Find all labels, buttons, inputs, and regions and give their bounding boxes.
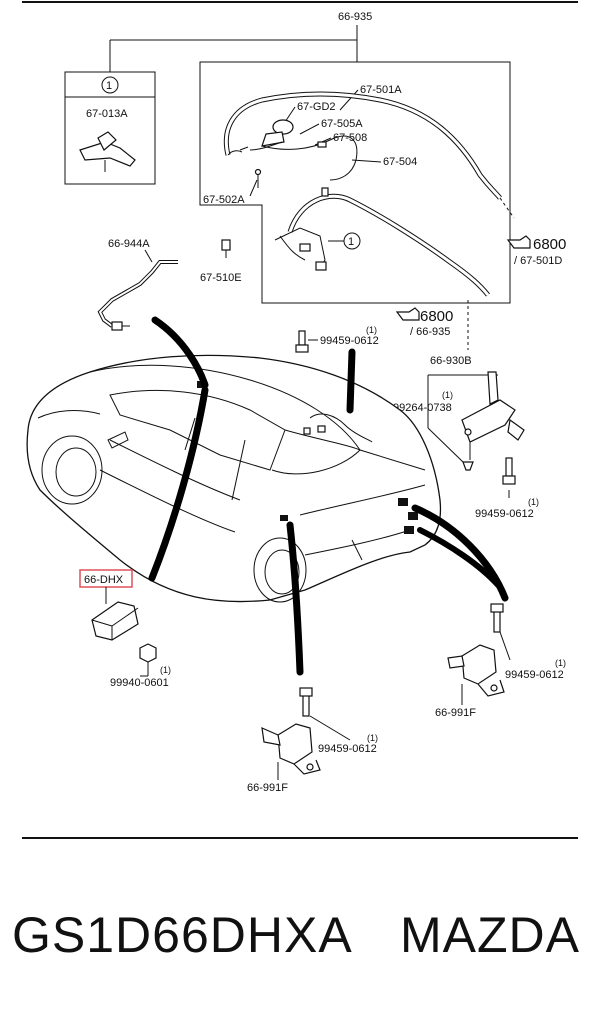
leader-line: [286, 521, 304, 676]
label-66-930B: 66-930B: [430, 355, 472, 367]
svg-text:6800: 6800: [533, 236, 566, 253]
module-66-DHX-icon: [91, 601, 139, 641]
bracket-66-930B-icon: [461, 371, 525, 460]
label-99264-0738: 99264-0738: [393, 402, 452, 414]
label-67-502A: 67-502A: [203, 194, 245, 206]
svg-text:(1): (1): [555, 658, 566, 668]
bolt-icon-d: [299, 687, 313, 717]
label-99459-0612-d: 99459-0612: [318, 743, 377, 755]
leader-line: [148, 386, 209, 582]
callout-circle-icon: [101, 76, 119, 94]
caption-part-number: GS1D66DHXA: [12, 907, 353, 963]
svg-text:(1): (1): [160, 665, 171, 675]
bolt-icon-c: [490, 603, 504, 633]
svg-text:(1): (1): [528, 497, 539, 507]
harness-group-box: [199, 61, 511, 304]
ref-6800-67-501D[interactable]: 6800 / 67-501D: [506, 235, 566, 267]
svg-text:(1): (1): [367, 733, 378, 743]
leader-line: [346, 348, 356, 414]
svg-text:/ 67-501D: / 67-501D: [514, 255, 562, 267]
label-66-935: 66-935: [338, 11, 372, 23]
svg-text:(1): (1): [442, 390, 453, 400]
svg-text:6800: 6800: [420, 308, 453, 325]
label-67-505A: 67-505A: [321, 118, 363, 130]
inset-box-67-013A: [64, 71, 156, 185]
impact-sensor-right-icon: [447, 644, 505, 697]
label-67-013A: 67-013A: [86, 108, 128, 120]
leader-line: [417, 527, 501, 588]
label-66-991F-right: 66-991F: [435, 707, 476, 719]
impact-sensor-bottom-icon: [261, 723, 321, 775]
svg-text:1: 1: [106, 80, 112, 92]
label-99459-0612-c: 99459-0612: [505, 669, 564, 681]
label-66-DHX: 66-DHX: [84, 574, 124, 586]
car-outline: [26, 354, 442, 603]
svg-text:(1): (1): [366, 325, 377, 335]
pointing-hand-icon: [395, 307, 420, 321]
svg-text:/ 66-935: / 66-935: [410, 326, 450, 338]
label-67-504: 67-504: [383, 156, 417, 168]
label-99940-0601: 99940-0601: [110, 677, 169, 689]
nut-icon: [139, 643, 157, 663]
label-99459-0612-a: 99459-0612: [320, 335, 379, 347]
label-67-501A: 67-501A: [360, 84, 402, 96]
antenna-cable-66-944A: [97, 260, 178, 331]
bolt-small-icon: [462, 461, 474, 471]
leader-line: [151, 316, 209, 389]
caption-brand: MAZDA: [400, 907, 580, 963]
clip-67-013A-icon: [79, 131, 136, 172]
ref-6800-66-935[interactable]: 6800 / 66-935: [395, 307, 453, 338]
label-66-944A: 66-944A: [108, 238, 150, 250]
label-67-GD2: 67-GD2: [297, 101, 336, 113]
harness-67-501A: [223, 91, 515, 297]
svg-text:1: 1: [348, 236, 354, 248]
label-67-510E: 67-510E: [200, 272, 242, 284]
clip-67-510E-icon: [221, 239, 231, 258]
bolt-icon-b: [502, 457, 516, 485]
bolt-icon: [295, 330, 309, 353]
pointing-hand-icon: [506, 235, 531, 249]
label-66-991F-bottom: 66-991F: [247, 782, 288, 794]
label-99459-0612-b: 99459-0612: [475, 508, 534, 520]
